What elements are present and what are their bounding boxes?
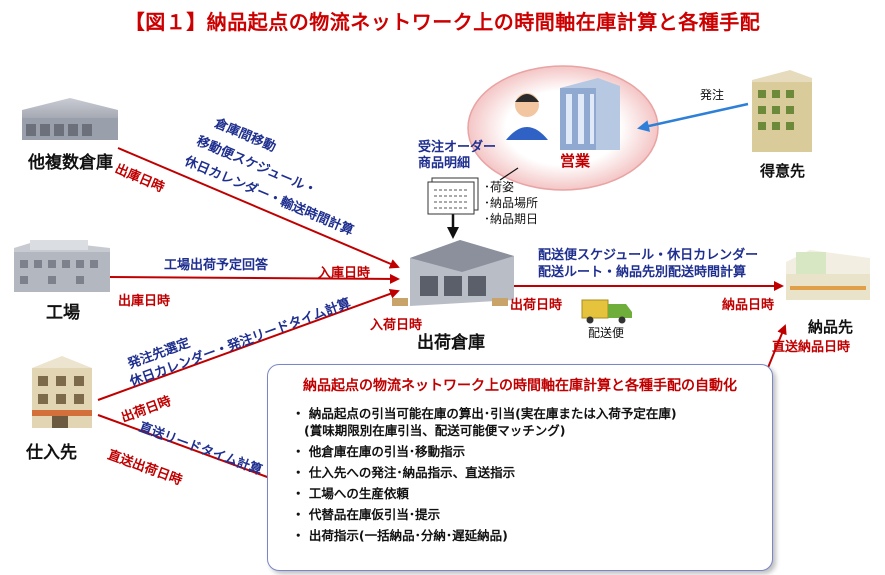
label-customer: 得意先	[760, 162, 806, 180]
label-order-details-2: 商品明細	[418, 156, 471, 171]
supplier-building-icon	[32, 356, 92, 428]
customer-building-icon	[752, 70, 812, 152]
label-supplier: 仕入先	[26, 443, 77, 463]
arrow-other-warehouse	[117, 147, 400, 269]
factory-icon	[14, 240, 110, 292]
arrow-direct-ship	[97, 414, 271, 479]
label-packing: ･荷姿	[484, 180, 515, 194]
automation-info-box: 納品起点の物流ネットワーク上の時間軸在庫計算と各種手配の自動化 ・ 納品起点の引…	[267, 364, 773, 571]
label-ship-date: 出荷日時	[510, 298, 563, 313]
office-tower-icon	[560, 78, 620, 150]
list-item: ・ 工場への生産依頼	[292, 486, 409, 501]
order-sheet-icon	[427, 177, 479, 215]
warehouse-icon-other	[22, 98, 118, 140]
label-delivery-schedule-2: 配送ルート・納品先別配送時間計算	[538, 265, 747, 280]
page-title: 【図１】納品起点の物流ネットワーク上の時間軸在庫計算と各種手配	[124, 10, 761, 34]
delivery-destination-icon	[786, 250, 870, 300]
label-factory-reply: 工場出荷予定回答	[164, 258, 269, 273]
label-delivery-place: ･納品場所	[484, 196, 539, 210]
label-delivery-schedule-1: 配送便スケジュール・休日カレンダー	[538, 248, 759, 263]
label-shipping-warehouse: 出荷倉庫	[417, 333, 485, 353]
label-receiving-date: 入荷日時	[370, 318, 423, 333]
arrow-factory	[107, 273, 400, 284]
label-order: 発注	[700, 88, 725, 102]
info-box-list: ・ 納品起点の引当可能在庫の算出･引当(実在庫または入荷予定在庫) (賞味期限別…	[292, 405, 677, 548]
list-item: ・ 代替品在庫仮引当･提示	[292, 507, 441, 522]
list-item: ・ 他倉庫在庫の引当･移動指示	[292, 444, 466, 459]
label-delivery-datetime: 納品日時	[722, 298, 775, 313]
info-box-title: 納品起点の物流ネットワーク上の時間軸在庫計算と各種手配の自動化	[303, 378, 737, 394]
label-direct-delivery-date: 直送納品日時	[772, 340, 851, 355]
arrow-supplier-receive	[97, 289, 400, 401]
label-delivery-deadline: ･納品期日	[484, 212, 539, 226]
label-arrival-date: 入庫日時	[318, 266, 371, 281]
arrow-order	[637, 102, 749, 132]
line-sales-to-sheet	[499, 167, 519, 181]
list-item: ・ 出荷指示(一括納品･分納･遅延納品)	[292, 528, 508, 543]
shipping-warehouse-icon	[392, 240, 514, 306]
label-sales: 営業	[560, 152, 591, 170]
label-delivery-truck: 配送便	[588, 326, 625, 340]
label-factory-ship-date: 出庫日時	[118, 294, 171, 309]
sales-person-icon	[506, 93, 548, 140]
label-factory: 工場	[46, 303, 80, 323]
list-item: ・ 仕入先への発注･納品指示、直送指示	[292, 465, 516, 480]
delivery-truck-icon	[581, 299, 632, 324]
label-other-warehouses: 他複数倉庫	[28, 153, 113, 173]
label-order-details-1: 受注オーダー	[418, 140, 497, 155]
list-item: ・ 納品起点の引当可能在庫の算出･引当(実在庫または入荷予定在庫) (賞味期限別…	[292, 406, 677, 438]
label-delivery-destination: 納品先	[808, 318, 854, 336]
